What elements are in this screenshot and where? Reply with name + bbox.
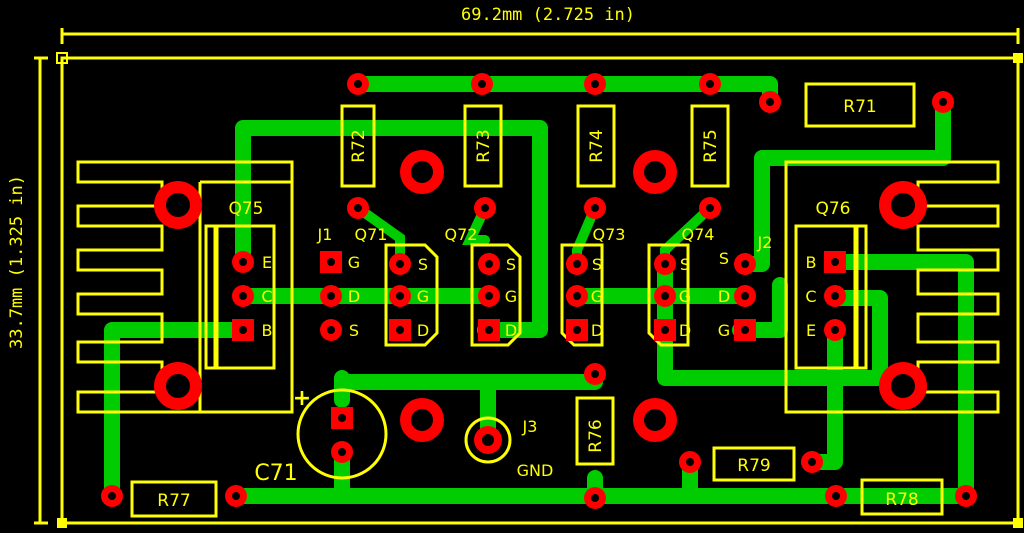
q72-pin-g: G bbox=[505, 287, 517, 306]
trace-q76-e bbox=[804, 322, 843, 470]
board-outline bbox=[60, 56, 1020, 525]
j1-label: J1 bbox=[317, 225, 333, 244]
q76-label: Q76 bbox=[815, 199, 850, 219]
j2-pin-s: S bbox=[719, 249, 729, 268]
drill-holes bbox=[108, 80, 970, 502]
r78-label: R78 bbox=[885, 490, 918, 510]
gnd-label: GND bbox=[517, 461, 554, 480]
q71-label: Q71 bbox=[355, 225, 388, 244]
c71-outline bbox=[296, 388, 388, 480]
r75-outline bbox=[690, 104, 730, 188]
q74-pin-g: G bbox=[679, 287, 691, 306]
q72-outline bbox=[470, 243, 522, 347]
silkscreen-outlines bbox=[34, 28, 1020, 525]
c71-label: C71 bbox=[254, 461, 297, 486]
dimension-width-label: 69.2mm (2.725 in) bbox=[461, 5, 635, 25]
r77-label: R77 bbox=[157, 491, 190, 511]
q71-pin-s: S bbox=[418, 255, 428, 274]
r77-outline bbox=[130, 480, 218, 518]
j2-pin-g: G bbox=[718, 321, 730, 340]
j2-pin-d: D bbox=[718, 287, 730, 306]
trace-r71-right bbox=[737, 94, 951, 272]
q76-pin-c: C bbox=[805, 287, 816, 306]
dimension-height-line bbox=[34, 56, 48, 525]
q71-outline bbox=[384, 243, 439, 347]
j1-pin-d: D bbox=[348, 287, 360, 306]
q76-body-outline bbox=[794, 224, 868, 370]
r78-outline bbox=[860, 478, 944, 516]
labels: 69.2mm (2.725 in) 33.7mm (1.325 in) R71 … bbox=[7, 5, 919, 511]
q75-pin-b: B bbox=[262, 321, 273, 340]
q72-label: Q72 bbox=[445, 225, 478, 244]
q72-pin-d: D bbox=[505, 321, 517, 340]
dimension-markers bbox=[56, 52, 1023, 528]
q73-pin-s: S bbox=[592, 255, 602, 274]
r75-label: R75 bbox=[701, 129, 721, 162]
q74-pin-s: S bbox=[680, 255, 690, 274]
q71-pin-g: G bbox=[417, 287, 429, 306]
q71-pin-d: D bbox=[417, 321, 429, 340]
r76-label: R76 bbox=[586, 419, 606, 452]
j1-pin-s: S bbox=[349, 321, 359, 340]
r72-outline bbox=[340, 104, 376, 188]
q74-pin-d: D bbox=[679, 321, 691, 340]
q76-pin-e: E bbox=[806, 321, 816, 340]
dimension-width-line bbox=[60, 28, 1020, 44]
q73-label: Q73 bbox=[593, 225, 626, 244]
r76-outline bbox=[575, 396, 615, 466]
r79-label: R79 bbox=[737, 456, 770, 476]
q73-pin-g: G bbox=[591, 287, 603, 306]
r79-outline bbox=[712, 446, 796, 482]
q75-pin-c: C bbox=[261, 287, 272, 306]
q74-label: Q74 bbox=[682, 225, 715, 244]
q75-heatsink bbox=[76, 160, 294, 414]
q74-outline bbox=[647, 243, 690, 347]
j1-pin-g: G bbox=[348, 253, 360, 272]
q75-label: Q75 bbox=[228, 199, 263, 219]
q73-pin-d: D bbox=[591, 321, 603, 340]
q75-pin-e: E bbox=[262, 253, 272, 272]
r74-outline bbox=[576, 104, 616, 188]
r73-outline bbox=[463, 104, 503, 188]
dimension-height-label: 33.7mm (1.325 in) bbox=[7, 175, 27, 349]
q72-pin-s: S bbox=[506, 255, 516, 274]
q75-body-outline bbox=[204, 224, 276, 370]
j2-label: J2 bbox=[757, 233, 773, 252]
r71-label: R71 bbox=[843, 97, 876, 117]
j3-outline bbox=[464, 416, 512, 464]
r74-label: R74 bbox=[587, 129, 607, 162]
r71-outline bbox=[804, 82, 916, 128]
q76-pin-b: B bbox=[806, 253, 817, 272]
c71-polarity-mark: + bbox=[293, 386, 311, 411]
j3-label: J3 bbox=[522, 417, 538, 436]
q73-outline bbox=[560, 243, 604, 347]
r73-label: R73 bbox=[474, 129, 494, 162]
trace-q76-b bbox=[827, 254, 974, 504]
r72-label: R72 bbox=[349, 129, 369, 162]
trace-mid-bus bbox=[334, 370, 603, 408]
